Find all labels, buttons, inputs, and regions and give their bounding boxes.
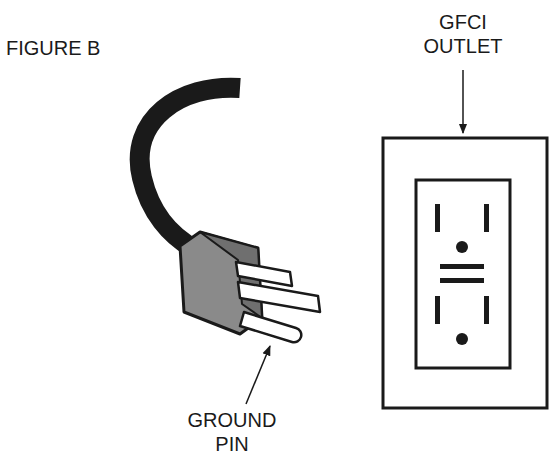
outlet-label: GFCI OUTLET: [417, 10, 509, 58]
power-cable: [140, 88, 240, 250]
outlet-button: [440, 264, 484, 269]
outlet-slot: [484, 296, 489, 324]
ground-hole: [456, 333, 468, 345]
figure-title: FIGURE B: [6, 36, 126, 60]
ground-pin: [240, 312, 301, 342]
pin-label: GROUND PIN: [186, 408, 278, 456]
plug-blade: [238, 282, 320, 312]
outlet-face: [416, 180, 510, 368]
outlet-cover-plate: [383, 138, 547, 408]
outlet-slot: [435, 204, 440, 232]
ground-hole: [456, 241, 468, 253]
outlet-slot: [435, 296, 440, 324]
leader-line: [246, 346, 270, 404]
outlet-button: [440, 278, 484, 283]
outlet-slot: [484, 204, 489, 232]
leader-arrow: [462, 70, 464, 133]
